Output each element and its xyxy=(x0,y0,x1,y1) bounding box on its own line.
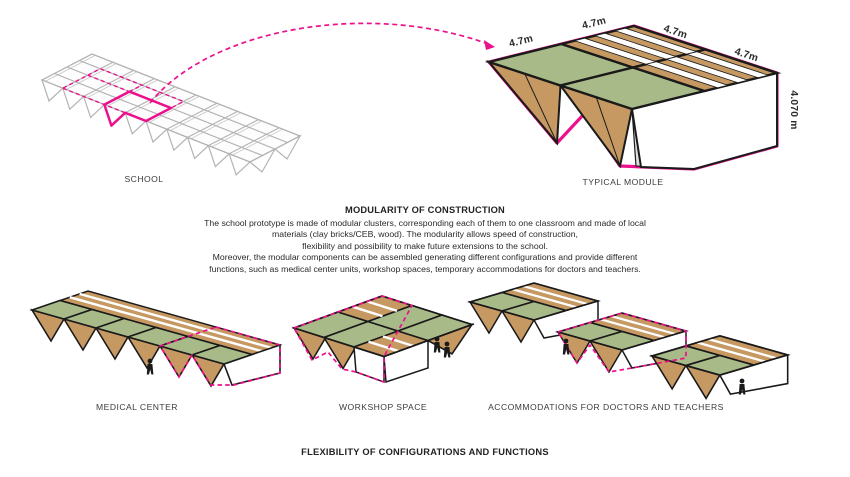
modularity-title: MODULARITY OF CONSTRUCTION xyxy=(345,205,505,215)
dimension-label: 4.7m xyxy=(581,15,607,32)
module-roof-slats xyxy=(573,27,770,89)
arrowhead-icon xyxy=(484,40,495,50)
typical-module-caption: TYPICAL MODULE xyxy=(583,177,664,187)
height-dimension-label: 4.070 m xyxy=(788,90,799,129)
medical-center-diagram xyxy=(31,290,283,387)
accommodations-caption: ACCOMMODATIONS FOR DOCTORS AND TEACHERS xyxy=(488,402,724,412)
module-roof-panels xyxy=(484,24,782,111)
workshop-roof-panels xyxy=(291,295,475,358)
modularity-body: The school prototype is made of modular … xyxy=(204,218,646,274)
medical-highlight-dashed xyxy=(159,326,281,386)
workshop-highlight-dashed xyxy=(293,295,413,383)
person-figure xyxy=(146,358,154,375)
module-zoom-arrow xyxy=(149,22,495,104)
workshop-space-caption: WORKSHOP SPACE xyxy=(339,402,427,412)
workshop-space-diagram xyxy=(291,295,475,384)
accommodations-diagram xyxy=(470,283,788,398)
flexibility-title: FLEXIBILITY OF CONFIGURATIONS AND FUNCTI… xyxy=(301,447,549,457)
modularity-section: MODULARITY OF CONSTRUCTION The school pr… xyxy=(0,205,850,275)
school-diagram xyxy=(40,53,302,176)
dimension-label: 4.7m xyxy=(508,33,534,50)
accommodations-highlight-dashed xyxy=(557,312,687,373)
typical-module-diagram: 4.7m 4.7m 4.7m 4.7m 4.070 m xyxy=(484,15,799,171)
medical-center-caption: MEDICAL CENTER xyxy=(96,402,178,412)
school-highlight-module xyxy=(103,90,173,127)
school-caption: SCHOOL xyxy=(125,174,164,184)
